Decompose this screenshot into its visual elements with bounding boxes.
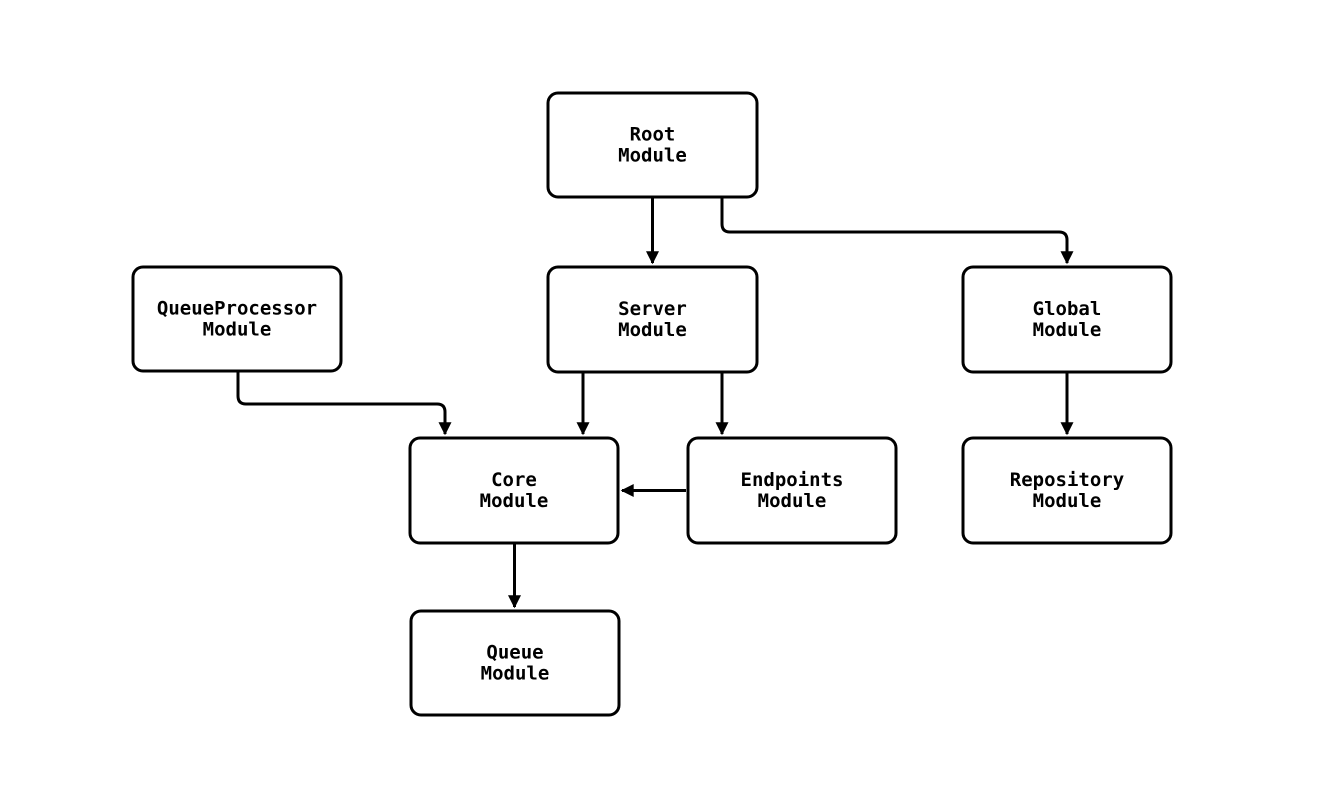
node-queueprocessor-module-label-line1: QueueProcessor: [157, 298, 317, 320]
node-global-module: Global Module: [961, 265, 1173, 374]
node-root-module-box: [546, 91, 759, 199]
node-repository-module: Repository Module: [961, 436, 1173, 545]
node-core-module-label-line1: Core: [491, 469, 537, 491]
node-endpoints-module: Endpoints Module: [686, 436, 898, 545]
node-global-module-label-line1: Global: [1033, 298, 1102, 320]
node-endpoints-module-box: [686, 436, 898, 545]
node-endpoints-module-label-line2: Module: [758, 490, 827, 512]
node-server-module-label-line1: Server: [618, 298, 687, 320]
node-server-module-label-line2: Module: [618, 319, 687, 341]
edge-root-to-global: [720, 197, 1074, 265]
node-global-module-label-line2: Module: [1033, 319, 1102, 341]
node-core-module-box: [408, 436, 620, 545]
node-root-module-label-line2: Module: [618, 145, 687, 167]
node-repository-module-label-line1: Repository: [1010, 469, 1124, 491]
node-root-module-label-line1: Root: [630, 124, 676, 146]
edges: [236, 197, 1074, 609]
node-repository-module-box: [961, 436, 1173, 545]
node-global-module-box: [961, 265, 1173, 374]
node-repository-module-label-line2: Module: [1033, 490, 1102, 512]
node-queueprocessor-module-box: [131, 265, 343, 373]
node-core-module-label-line2: Module: [480, 490, 549, 512]
node-queue-module-label-line1: Queue: [486, 642, 543, 664]
node-server-module-box: [546, 265, 759, 374]
node-root-module: Root Module: [546, 91, 759, 199]
node-server-module: Server Module: [546, 265, 759, 374]
node-queueprocessor-module: QueueProcessor Module: [131, 265, 343, 373]
node-queue-module-box: [409, 609, 621, 717]
node-endpoints-module-label-line1: Endpoints: [741, 469, 844, 491]
node-queue-module-label-line2: Module: [481, 663, 550, 685]
edge-queueprocessor-to-core: [236, 371, 452, 436]
node-queueprocessor-module-label-line2: Module: [203, 319, 272, 341]
node-core-module: Core Module: [408, 436, 620, 545]
node-queue-module: Queue Module: [409, 609, 621, 717]
